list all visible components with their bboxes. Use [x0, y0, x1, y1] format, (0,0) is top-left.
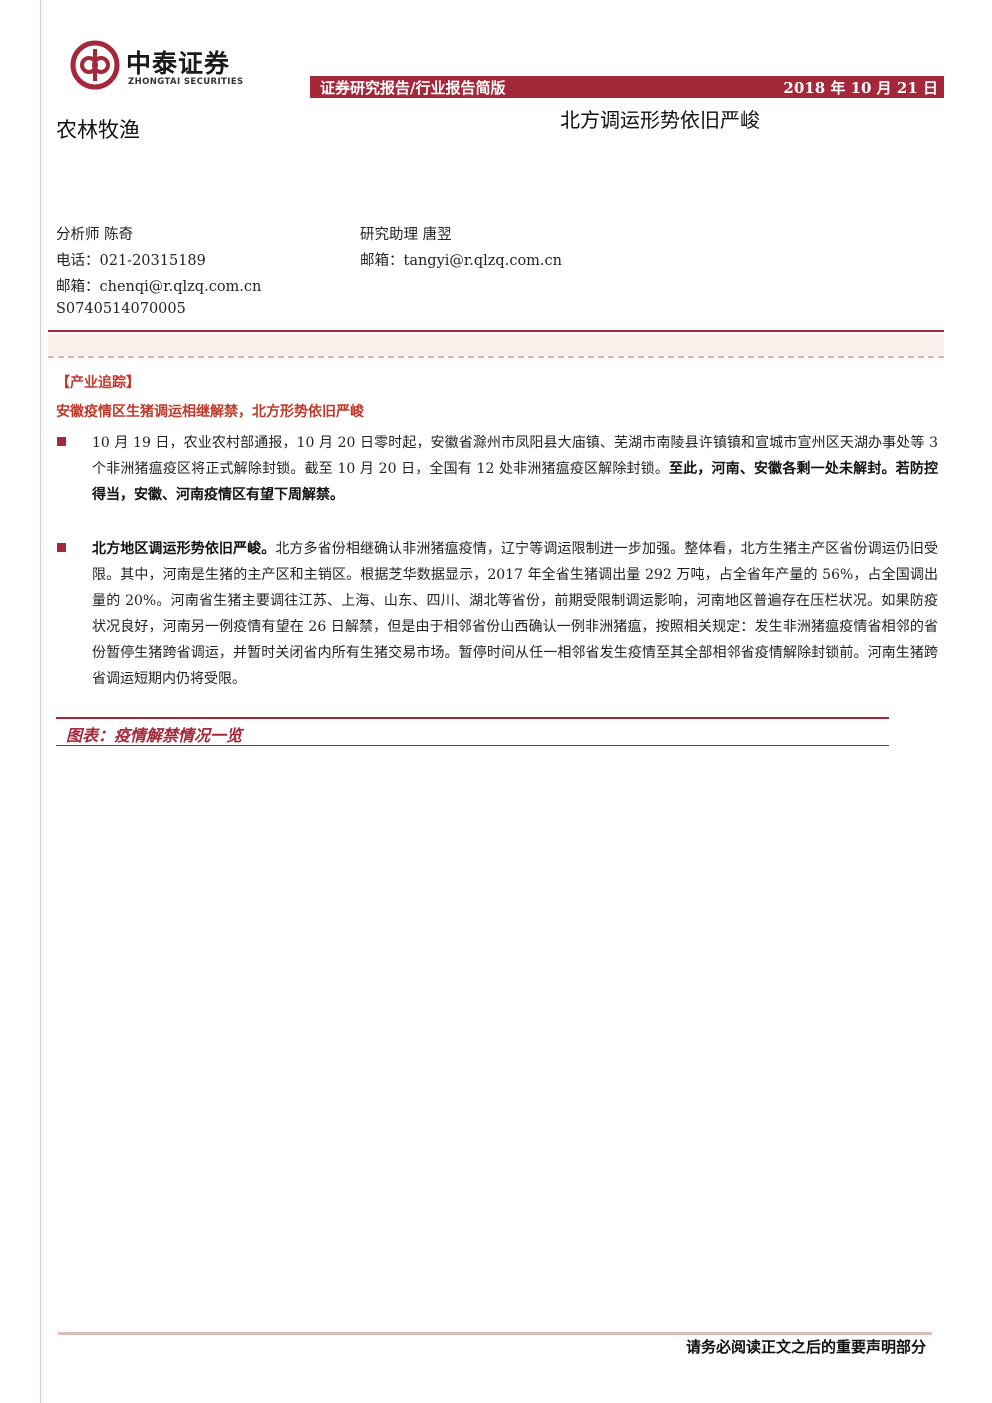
figure-caption: 图表：疫情解禁情况一览 [66, 726, 243, 745]
brand-name-en: ZHONGTAI SECURITIES [128, 77, 244, 87]
assistant-email: 邮箱：tangyi@r.qlzq.com.cn [360, 253, 562, 269]
report-title: 北方调运形势依旧严峻 [560, 108, 760, 132]
sector-name: 农林牧渔 [56, 118, 140, 142]
analyst-email: 邮箱：chenqi@r.qlzq.com.cn [56, 279, 262, 295]
bullet-square-icon [57, 437, 66, 446]
paragraph-2-emphasis: 北方地区调运形势依旧严峻。 [92, 541, 276, 557]
paragraph-1-emphasis: 至此，河南、安徽各剩一处未解封。若防控得当，安徽、河南疫情区有望下周解禁。 [92, 461, 938, 503]
section-band [48, 334, 944, 356]
assistant-name: 研究助理 唐翌 [360, 227, 452, 243]
figure-bottom-rule [56, 745, 889, 746]
analyst-phone: 电话：021-20315189 [56, 253, 206, 269]
paragraph-1-text: 10 月 19 日，农业农村部通报，10 月 20 日零时起，安徽省滁州市凤阳县… [92, 435, 938, 477]
section-tag: 【产业追踪】 [56, 375, 140, 391]
brand-name-cn: 中泰证券 [126, 49, 231, 78]
dashed-divider [48, 356, 944, 358]
zhongtai-logo-icon [70, 40, 120, 90]
figure-top-rule [56, 717, 889, 719]
report-date: 2018 年 10 月 21 日 [783, 79, 938, 97]
paragraph-2: 北方地区调运形势依旧严峻。北方多省份相继确认非洲猪瘟疫情，辽宁等调运限制进一步加… [92, 536, 938, 692]
footer-rule [58, 1332, 932, 1335]
report-type: 证券研究报告/行业报告简版 [320, 79, 506, 97]
paragraph-2-text: 北方多省份相继确认非洲猪瘟疫情，辽宁等调运限制进一步加强。整体看，北方生猪主产区… [92, 541, 939, 687]
paragraph-1: 10 月 19 日，农业农村部通报，10 月 20 日零时起，安徽省滁州市凤阳县… [92, 430, 938, 508]
page-left-rule [40, 0, 41, 1403]
section-headline: 安徽疫情区生猪调运相继解禁，北方形势依旧严峻 [56, 404, 364, 420]
section-divider [48, 330, 944, 332]
analyst-license: S0740514070005 [56, 301, 186, 317]
bullet-square-icon [57, 543, 66, 552]
footer-disclaimer: 请务必阅读正文之后的重要声明部分 [685, 1338, 926, 1356]
analyst-name: 分析师 陈奇 [56, 227, 134, 243]
report-header-bar [310, 76, 944, 98]
